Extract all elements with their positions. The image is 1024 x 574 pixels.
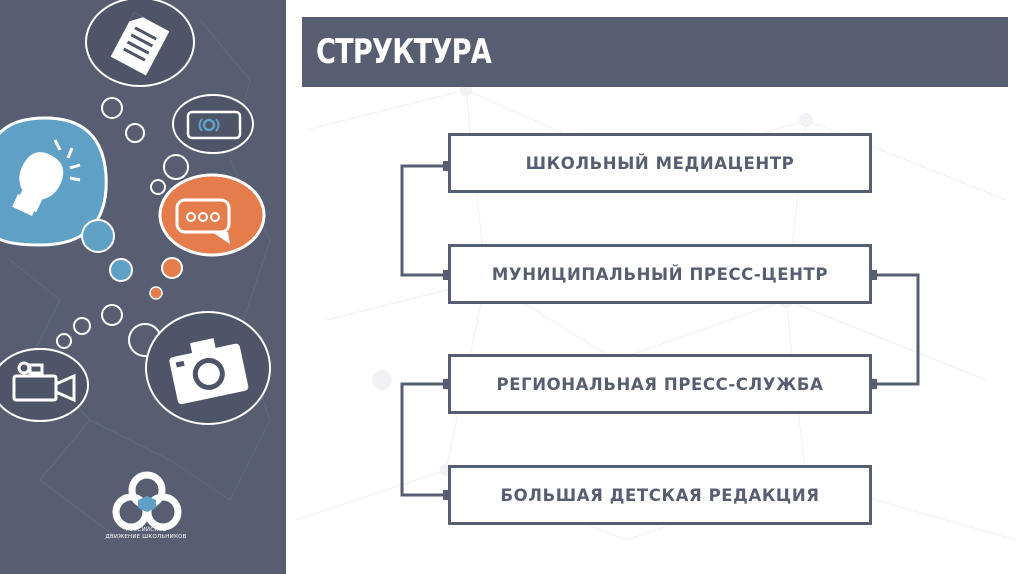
chat-bubble xyxy=(158,173,266,257)
level-box-regional-press-service: РЕГИОНАЛЬНАЯ ПРЕСС-СЛУЖБА xyxy=(448,354,872,414)
left-decor-panel: РОССИЙСКОЕ ДВИЖЕНИЕ ШКОЛЬНИКОВ xyxy=(0,0,286,574)
connector-3-4 xyxy=(400,382,448,497)
level-box-municipal-press-center: МУНИЦИПАЛЬНЫЙ ПРЕСС-ЦЕНТР xyxy=(448,244,872,304)
smartphone-icon xyxy=(186,110,242,140)
logo-caption: РОССИЙСКОЕ ДВИЖЕНИЕ ШКОЛЬНИКОВ xyxy=(96,527,196,541)
logo-caption-line1: РОССИЙСКОЕ xyxy=(125,527,167,533)
level-box-big-children-editorial: БОЛЬШАЯ ДЕТСКАЯ РЕДАКЦИЯ xyxy=(448,465,872,525)
photo-camera-icon xyxy=(169,338,249,405)
title-bar: СТРУКТУРА xyxy=(302,17,1008,87)
level-label: БОЛЬШАЯ ДЕТСКАЯ РЕДАКЦИЯ xyxy=(500,485,820,505)
lightbulb-icon xyxy=(12,139,81,216)
chat-bubble-icon xyxy=(175,198,231,244)
connector-1-2 xyxy=(400,164,448,277)
document-icon xyxy=(110,12,170,76)
photo-camera-bubble xyxy=(145,311,271,425)
video-camera-bubble xyxy=(0,348,89,422)
logo-icon xyxy=(112,471,182,531)
video-camera-icon xyxy=(12,361,76,403)
lightbulb-bubble xyxy=(0,116,108,247)
connector-2-3 xyxy=(872,273,920,386)
level-label: ШКОЛЬНЫЙ МЕДИАЦЕНТР xyxy=(525,153,795,173)
level-box-school-media-center: ШКОЛЬНЫЙ МЕДИАЦЕНТР xyxy=(448,133,872,193)
slide-title: СТРУКТУРА xyxy=(316,32,492,72)
document-bubble xyxy=(85,0,195,87)
level-label: МУНИЦИПАЛЬНЫЙ ПРЕСС-ЦЕНТР xyxy=(491,264,829,284)
level-label: РЕГИОНАЛЬНАЯ ПРЕСС-СЛУЖБА xyxy=(496,374,824,394)
smartphone-bubble xyxy=(172,94,254,154)
decor-illustration xyxy=(0,0,271,541)
logo-caption-line2: ДВИЖЕНИЕ ШКОЛЬНИКОВ xyxy=(105,534,187,540)
